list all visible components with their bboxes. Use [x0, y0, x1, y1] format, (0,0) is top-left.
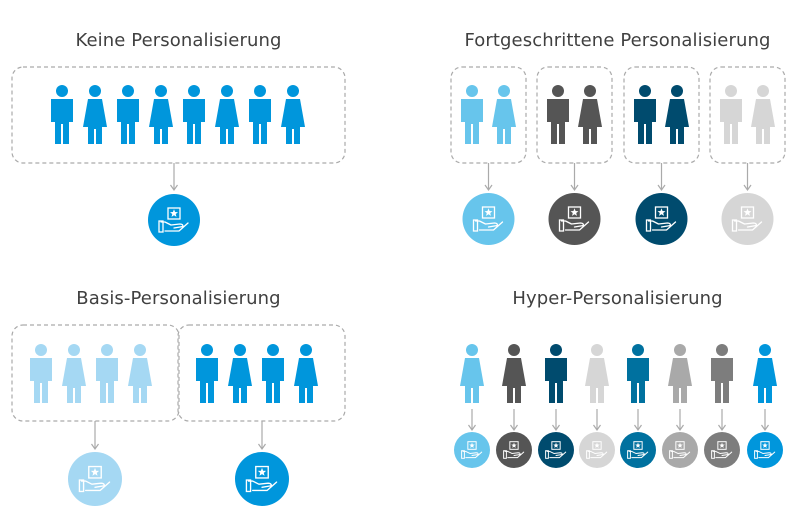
arrow-icon	[570, 163, 579, 192]
arrow-icon	[468, 409, 476, 432]
arrow-icon	[170, 163, 178, 192]
person-icon	[492, 85, 516, 144]
offer-icon	[235, 452, 289, 506]
group-box	[450, 66, 527, 164]
arrow-icon	[657, 163, 666, 192]
arrow-icon	[634, 409, 642, 432]
panel-title-basis: Basis-Personalisierung	[76, 288, 281, 309]
offer-icon	[662, 432, 698, 468]
arrow-icon	[761, 409, 769, 432]
person-icon	[634, 85, 656, 144]
offer-icon	[454, 432, 490, 468]
group-box	[709, 66, 786, 164]
arrow-icon	[743, 163, 752, 192]
arrow-icon	[593, 409, 601, 432]
arrow-icon	[718, 409, 726, 432]
offer-icon	[635, 193, 688, 245]
person-icon	[502, 344, 526, 403]
offer-icon	[148, 194, 200, 246]
person-icon	[51, 85, 73, 144]
arrow-icon	[258, 421, 266, 451]
person-icon	[262, 344, 284, 403]
offer-icon	[462, 193, 515, 245]
offer-icon	[579, 432, 615, 468]
person-icon	[753, 344, 777, 403]
panel-title-fortgeschritten: Fortgeschrittene Personalisierung	[464, 30, 771, 51]
person-icon	[720, 85, 742, 144]
arrow-icon	[510, 409, 518, 432]
person-icon	[294, 344, 318, 403]
offer-icon	[538, 432, 574, 468]
offer-icon	[704, 432, 740, 468]
offer-icon	[68, 452, 122, 506]
person-icon	[281, 85, 305, 144]
person-icon	[751, 85, 775, 144]
offer-icon	[620, 432, 656, 468]
person-icon	[460, 344, 484, 403]
arrow-icon	[91, 421, 99, 451]
offer-icon	[496, 432, 532, 468]
arrow-icon	[676, 409, 684, 432]
arrow-icon	[552, 409, 560, 432]
panel-title-keine: Keine Personalisierung	[75, 30, 282, 51]
person-icon	[183, 85, 205, 144]
person-icon	[149, 85, 173, 144]
offer-icon	[721, 193, 774, 245]
person-icon	[196, 344, 218, 403]
person-icon	[62, 344, 86, 403]
offer-icon	[747, 432, 783, 468]
person-icon	[30, 344, 52, 403]
person-icon	[215, 85, 239, 144]
person-icon	[83, 85, 107, 144]
person-icon	[668, 344, 692, 403]
person-icon	[711, 344, 733, 403]
panel-title-hyper: Hyper-Personalisierung	[512, 288, 723, 309]
person-icon	[627, 344, 649, 403]
person-icon	[461, 85, 483, 144]
person-icon	[117, 85, 139, 144]
person-icon	[547, 85, 569, 144]
person-icon	[249, 85, 271, 144]
group-box	[623, 66, 700, 164]
person-icon	[578, 85, 602, 144]
person-icon	[128, 344, 152, 403]
person-icon	[665, 85, 689, 144]
person-icon	[585, 344, 609, 403]
group-box	[11, 66, 346, 164]
offer-icon	[548, 193, 601, 245]
person-icon	[228, 344, 252, 403]
person-icon	[545, 344, 567, 403]
arrow-icon	[484, 163, 493, 192]
person-icon	[96, 344, 118, 403]
group-box	[536, 66, 613, 164]
